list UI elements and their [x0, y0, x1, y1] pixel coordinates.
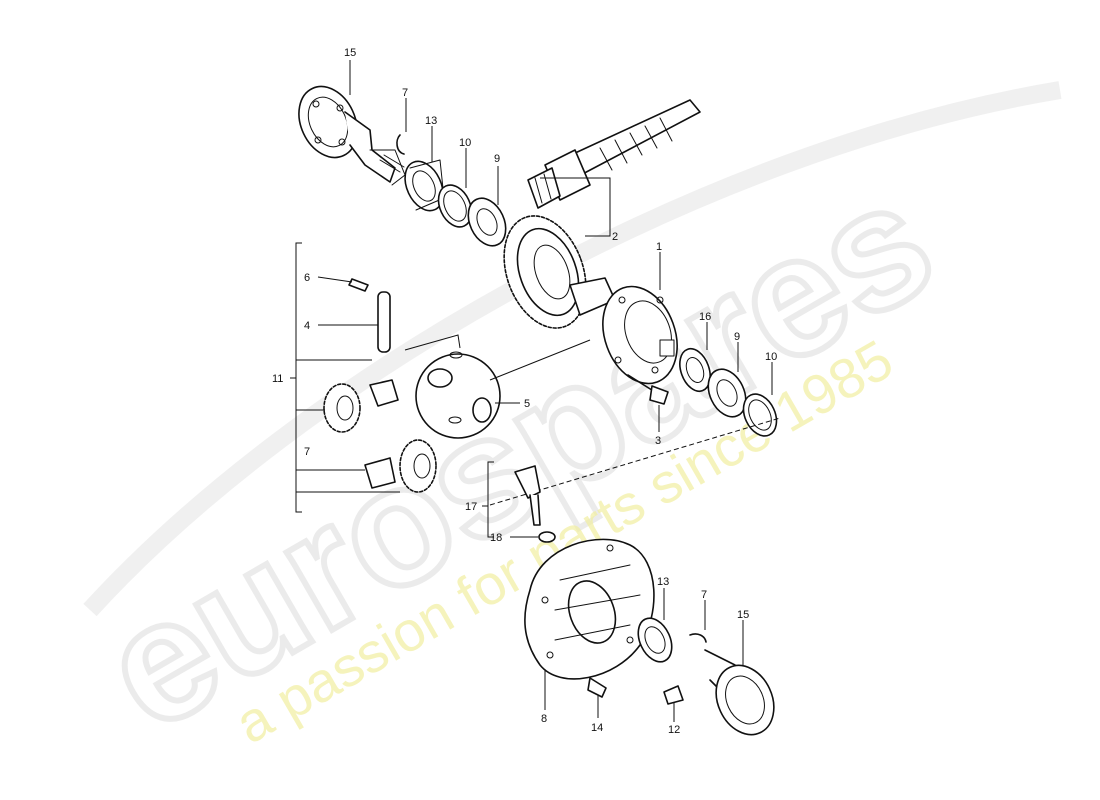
callout-11: 11	[272, 373, 283, 385]
callout-9-top: 9	[494, 153, 500, 165]
callout-14: 14	[591, 722, 603, 734]
callout-1: 1	[656, 241, 662, 253]
callout-3: 3	[655, 435, 661, 447]
bearing-race-right	[707, 368, 747, 418]
callout-7-left: 7	[304, 446, 310, 458]
callout-5: 5	[524, 398, 530, 410]
pin-short	[348, 278, 369, 292]
differential-cover	[524, 538, 655, 680]
callout-2: 2	[612, 231, 618, 243]
bearing-top	[404, 159, 445, 212]
leader-case	[489, 339, 591, 381]
callout-16: 16	[699, 311, 711, 323]
callout-7-bottom: 7	[701, 589, 707, 601]
side-gear-left	[323, 383, 361, 433]
ring-gear	[503, 215, 587, 329]
bearing-16	[679, 347, 711, 393]
callout-18: 18	[490, 532, 502, 544]
washer-18	[538, 531, 556, 543]
output-flange-top	[298, 85, 406, 186]
side-gear-small-bottom	[364, 457, 396, 489]
callout-15-top: 15	[344, 47, 356, 59]
output-flange-bottom	[704, 649, 775, 736]
pin-long	[377, 291, 391, 353]
callout-10-top: 10	[459, 137, 471, 149]
callout-15-bottom: 15	[737, 609, 749, 621]
callout-12: 12	[668, 724, 680, 736]
callout-17: 17	[465, 501, 477, 513]
callout-9-right: 9	[734, 331, 740, 343]
drain-plug	[663, 685, 684, 705]
differential-case	[569, 277, 678, 385]
bearing-race-top	[467, 197, 507, 247]
leader-2	[540, 177, 611, 237]
callout-10-right: 10	[765, 351, 777, 363]
callout-7-top: 7	[402, 87, 408, 99]
callout-6: 6	[304, 272, 310, 284]
spider-housing	[415, 351, 501, 439]
pinion-shaft	[527, 99, 701, 209]
callout-13-bottom: 13	[657, 576, 669, 588]
cover-bolt	[587, 677, 607, 698]
seal-right	[742, 393, 778, 437]
callout-13-top: 13	[425, 115, 437, 127]
callout-8: 8	[541, 713, 547, 725]
speed-sensor	[514, 465, 541, 526]
side-gear-small-top	[369, 379, 399, 407]
circlip-top	[396, 134, 405, 155]
callout-labels: 15 7 13 10 9 2 1 16 9 10 3 6 4 11 5 7 17…	[272, 47, 777, 736]
case-bolt	[627, 374, 669, 405]
seal-top	[437, 184, 473, 228]
circlip-bottom	[689, 633, 707, 643]
side-gear-right	[399, 439, 437, 493]
callout-4: 4	[304, 320, 310, 332]
